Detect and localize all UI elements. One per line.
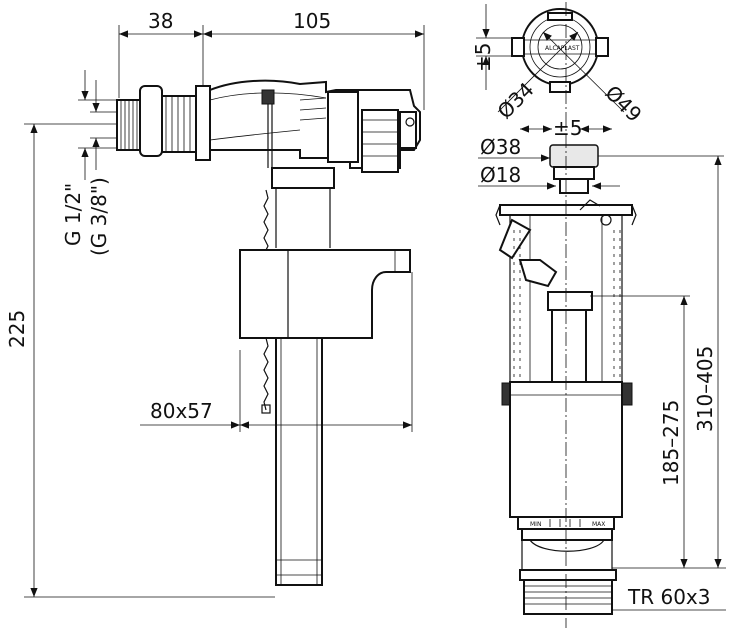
dim-d38-button-label: Ø38 — [480, 135, 521, 159]
top-view-dimensions — [476, 4, 625, 113]
dim-105-label: 105 — [293, 9, 331, 33]
button-top-view: ALCAPLAST — [511, 8, 609, 93]
brand-mark: ALCAPLAST — [545, 45, 580, 52]
left-dimensions — [24, 25, 425, 598]
dim-tr60x3-label: TR 60x3 — [627, 585, 710, 609]
dim-d34-label: Ø34 — [493, 77, 539, 123]
dim-pm5-top-label: ±5 — [471, 43, 495, 72]
dim-80x57-label: 80x57 — [150, 399, 213, 423]
float-chain — [261, 189, 271, 414]
dim-d18-label: Ø18 — [480, 163, 521, 187]
dim-pm5-mid-label: ±5 — [553, 116, 582, 140]
valve-head — [209, 79, 421, 173]
thread-main-label: G 1/2" — [61, 183, 85, 246]
dim-d49-label: Ø49 — [600, 81, 646, 127]
float — [239, 249, 411, 339]
valve-tube — [271, 167, 335, 586]
right-dimensions — [478, 125, 726, 611]
dim-185-275-label: 185–275 — [659, 400, 683, 486]
scale-min: MIN — [530, 521, 541, 528]
flush-valve-side-view: MIN MAX — [495, 144, 637, 615]
scale-max: MAX — [592, 521, 605, 528]
dim-38-label: 38 — [148, 9, 173, 33]
thread-alt-label: (G 3/8") — [87, 177, 111, 256]
dim-310-405-label: 310–405 — [693, 346, 717, 432]
fill-valve-side-view — [116, 79, 421, 586]
threaded-inlet — [116, 85, 211, 161]
dim-225-label: 225 — [5, 310, 29, 348]
